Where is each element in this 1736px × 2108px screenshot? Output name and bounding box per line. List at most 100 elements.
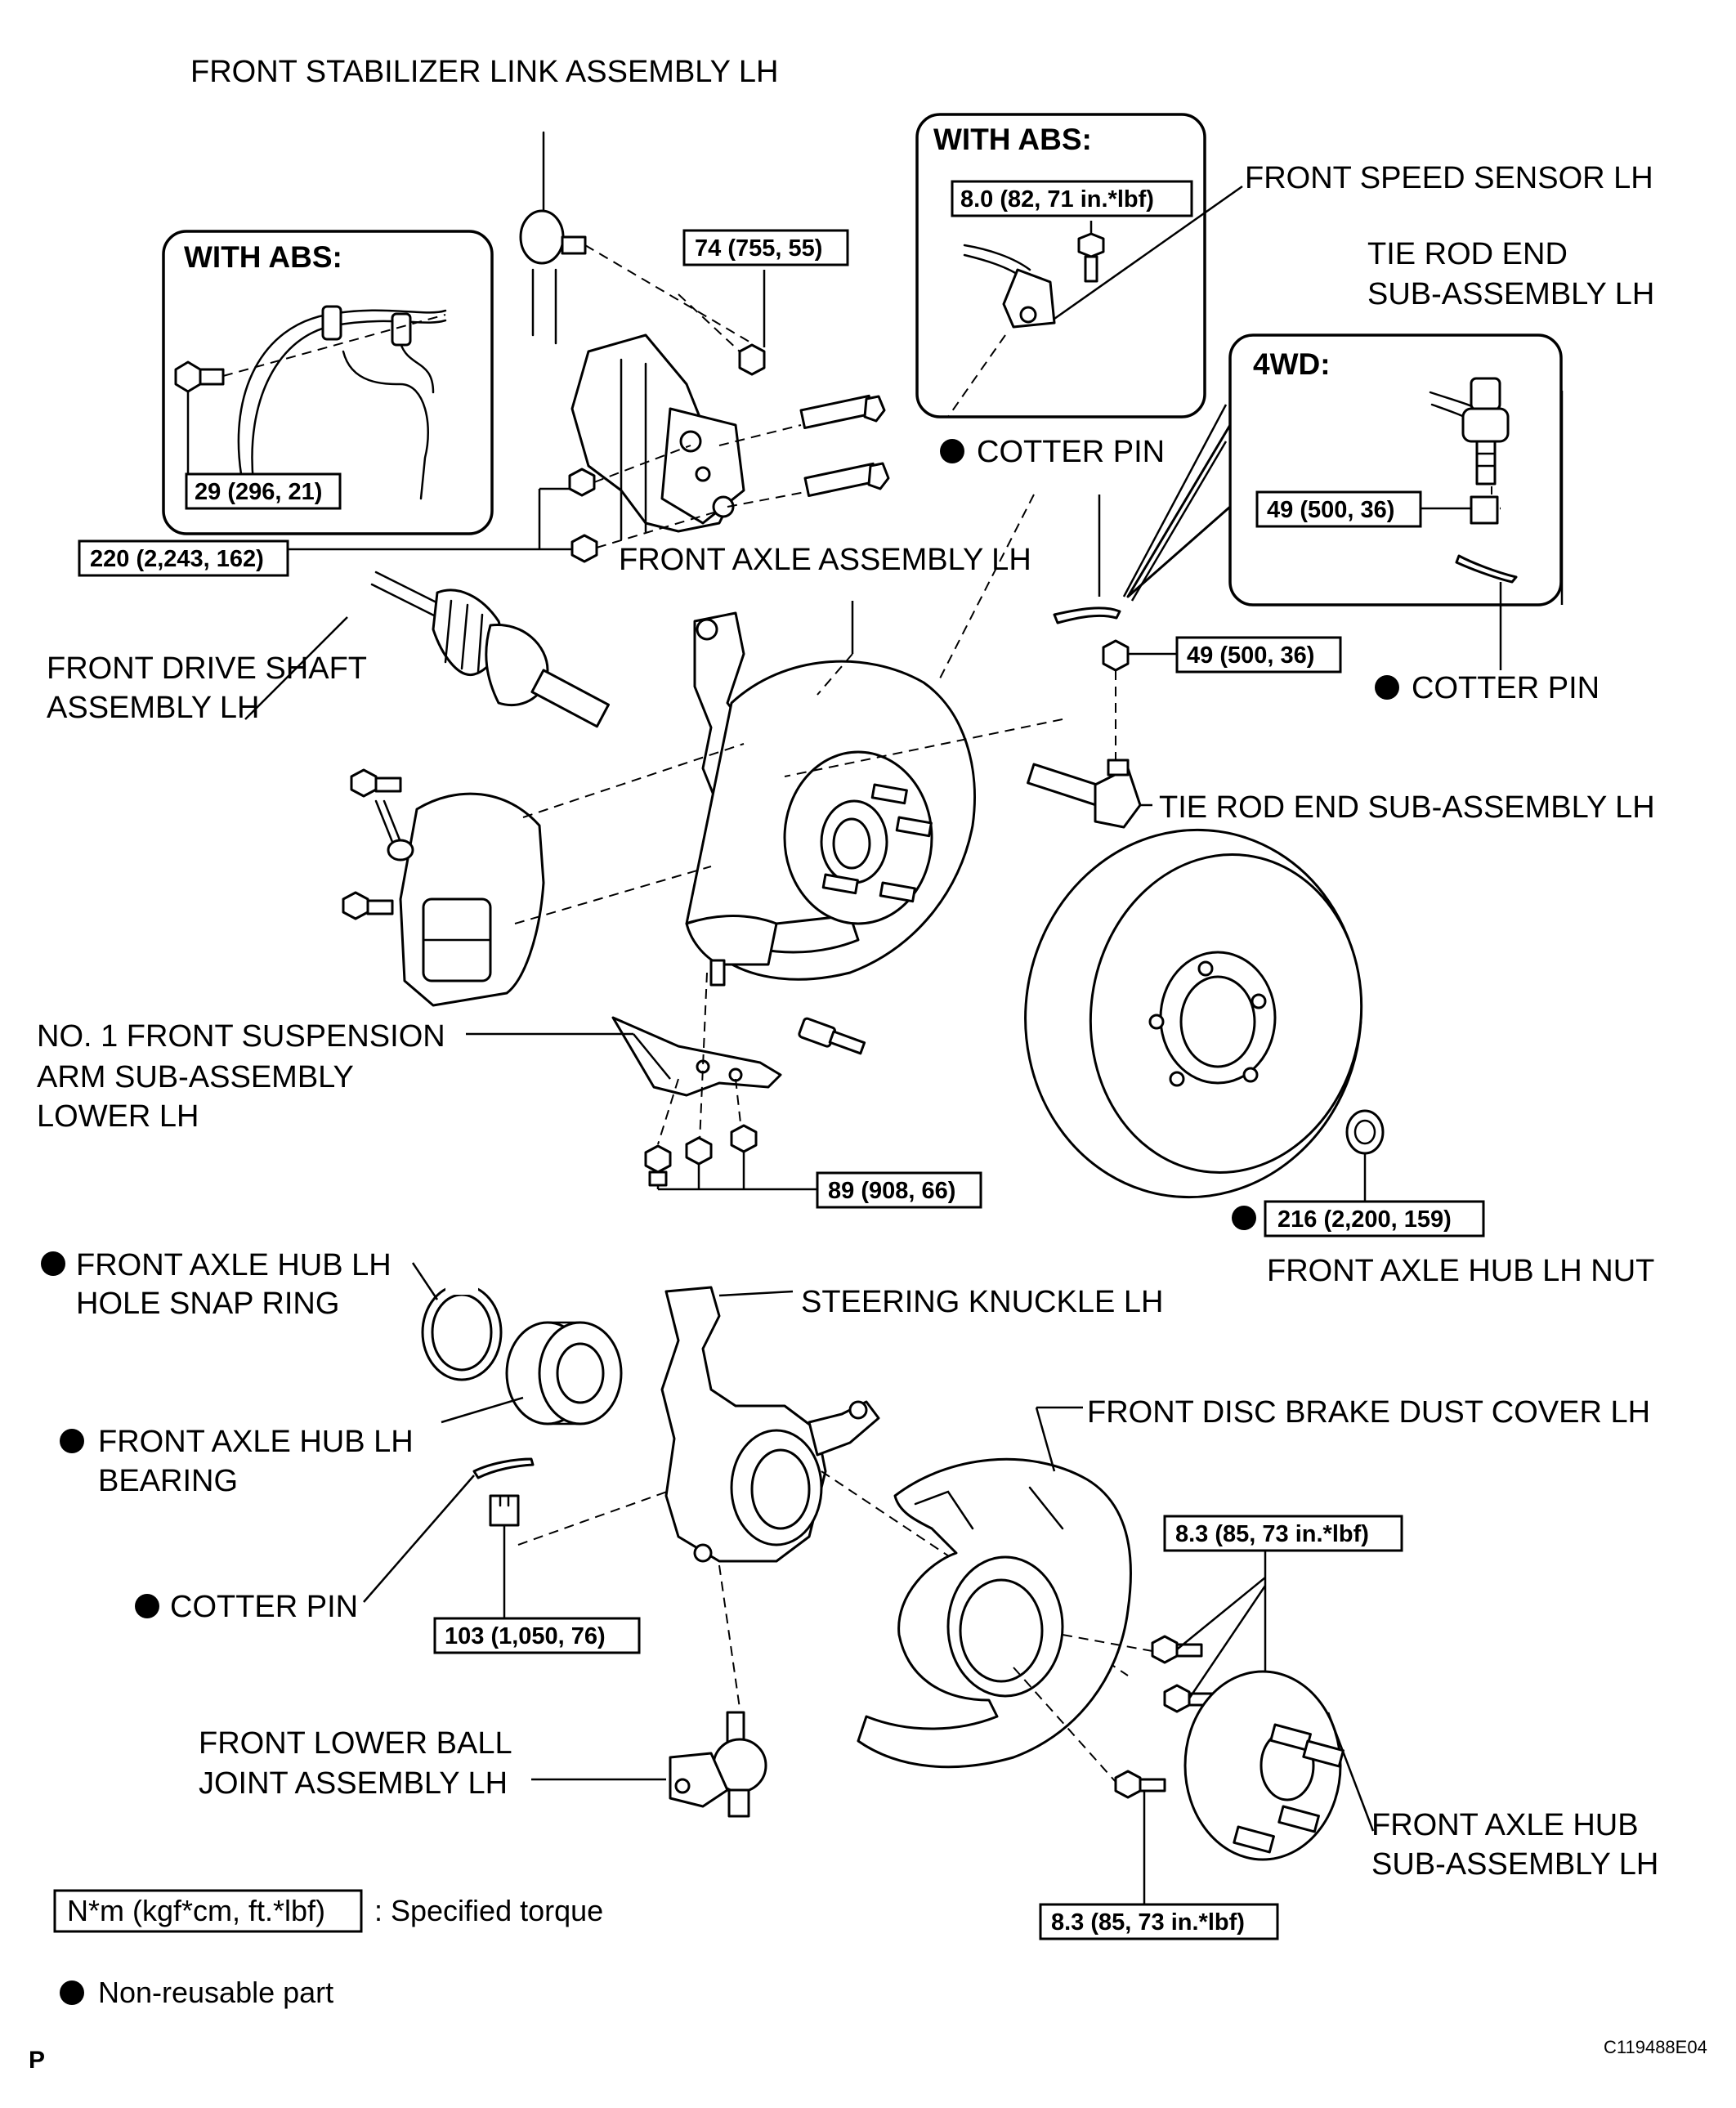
label-tie-rod-top-2: SUB-ASSEMBLY LH (1367, 277, 1654, 311)
label-speed-sensor: FRONT SPEED SENSOR LH (1245, 161, 1653, 195)
torque-abs-left: 29 (296, 21) (185, 472, 342, 510)
label-stabilizer-link: FRONT STABILIZER LINK ASSEMBLY LH (190, 55, 778, 89)
torque-4wd-nut: 49 (500, 36) (1255, 490, 1422, 528)
snap-ring-part (421, 1283, 503, 1381)
stabilizer-nut (738, 343, 766, 376)
label-cotter-pin-2: COTTER PIN (1412, 671, 1600, 705)
inset-with-abs-left-title: WITH ABS: (184, 240, 342, 274)
nonreusable-marker-cotter-pin-3 (135, 1594, 159, 1618)
legend-nonreusable-text: Non-reusable part (98, 1976, 333, 2009)
knuckle-nut-lower (570, 534, 598, 563)
knuckle-nut-upper (568, 468, 596, 497)
dust-cover-bolt-1 (1151, 1635, 1203, 1664)
label-hub-sub-1: FRONT AXLE HUB (1371, 1808, 1639, 1842)
inset-with-abs-right: WITH ABS: (915, 113, 1206, 418)
ball-joint-part (669, 1711, 767, 1818)
nonreusable-marker-snap-ring (41, 1251, 65, 1276)
upper-knuckle-bracket (570, 333, 745, 541)
torque-dust-cover-upper: 8.3 (85, 73 in.*lbf) (1163, 1515, 1403, 1552)
figure-code: C119488E04 (1604, 2037, 1707, 2057)
label-snap-ring-2: HOLE SNAP RING (76, 1287, 339, 1321)
svg-text:8.3 (85, 73 in.*lbf): 8.3 (85, 73 in.*lbf) (1175, 1521, 1369, 1547)
tie-rod-end-part (1027, 759, 1142, 829)
svg-text:220 (2,243, 162): 220 (2,243, 162) (90, 546, 264, 572)
svg-text:89 (908, 66): 89 (908, 66) (828, 1178, 955, 1204)
legend: N*m (kgf*cm, ft.*lbf) : Specified torque… (53, 1889, 603, 2009)
speed-sensor-bolt (1077, 232, 1105, 283)
inset-4wd: 4WD: (1126, 333, 1564, 606)
svg-text:216 (2,200, 159): 216 (2,200, 159) (1277, 1206, 1452, 1233)
abs-bracket-bolt (174, 360, 225, 393)
svg-text:103 (1,050, 76): 103 (1,050, 76) (445, 1623, 606, 1649)
lower-arm-nut-2 (685, 1136, 713, 1166)
legend-nonreusable-marker (60, 1980, 84, 2005)
label-hub-sub-2: SUB-ASSEMBLY LH (1371, 1847, 1658, 1882)
caliper-bolt-upper (350, 768, 402, 798)
label-steering-knuckle: STEERING KNUCKLE LH (801, 1285, 1163, 1319)
hub-nut-part (1345, 1109, 1385, 1155)
nonreusable-marker-hub-nut (1232, 1206, 1256, 1230)
bearing-part (505, 1321, 623, 1425)
inset-4wd-title: 4WD: (1253, 347, 1331, 381)
knuckle-bolt-upper (799, 394, 886, 430)
label-hub-nut: FRONT AXLE HUB LH NUT (1267, 1254, 1654, 1288)
lower-arm-part (611, 1016, 782, 1097)
inset-with-abs-right-title: WITH ABS: (933, 123, 1092, 156)
drive-shaft-part (370, 571, 610, 728)
front-axle-hub-part (1183, 1670, 1345, 1861)
torque-lower-arm-bolts: 89 (908, 66) (816, 1171, 982, 1209)
label-drive-shaft-2: ASSEMBLY LH (47, 691, 260, 725)
lower-arm-bolt-1 (644, 1144, 672, 1187)
svg-text:29 (296, 21): 29 (296, 21) (195, 479, 322, 505)
lower-cotter-pin (472, 1457, 535, 1479)
legend-torque-text: : Specified torque (374, 1894, 603, 1927)
torque-tie-rod-nut: 49 (500, 36) (1175, 636, 1342, 674)
label-cotter-pin-3: COTTER PIN (170, 1590, 358, 1624)
label-bearing-2: BEARING (98, 1464, 238, 1498)
tie-rod-castle-nut (1102, 639, 1130, 672)
steering-knuckle-part (660, 1286, 880, 1563)
dust-cover-part (857, 1457, 1132, 1769)
label-ball-joint-2: JOINT ASSEMBLY LH (199, 1766, 508, 1801)
label-bearing-1: FRONT AXLE HUB LH (98, 1425, 414, 1459)
page-mark: P (29, 2047, 45, 2074)
label-ball-joint-1: FRONT LOWER BALL (199, 1726, 512, 1761)
label-tie-rod-top-1: TIE ROD END (1367, 237, 1568, 271)
torque-stabilizer-nut: 74 (755, 55) (682, 229, 849, 266)
lower-arm-nut-3 (730, 1124, 758, 1153)
nonreusable-marker-cotter-pin-2 (1375, 675, 1399, 700)
inset-with-abs-left: WITH ABS: (162, 230, 494, 535)
svg-text:8.3 (85, 73 in.*lbf): 8.3 (85, 73 in.*lbf) (1051, 1909, 1245, 1936)
label-front-axle-assembly: FRONT AXLE ASSEMBLY LH (619, 543, 1031, 577)
torque-speed-sensor: 8.0 (82, 71 in.*lbf) (951, 180, 1193, 217)
knuckle-bolt-lower (803, 462, 890, 498)
svg-text:49 (500, 36): 49 (500, 36) (1267, 497, 1394, 523)
nonreusable-marker-cotter-pin-1 (940, 439, 964, 463)
label-snap-ring-1: FRONT AXLE HUB LH (76, 1248, 391, 1282)
dust-cover-bolt-3 (1114, 1770, 1166, 1799)
svg-text:8.0 (82, 71 in.*lbf): 8.0 (82, 71 in.*lbf) (960, 186, 1154, 213)
torque-hub-nut: 216 (2,200, 159) (1264, 1200, 1485, 1237)
speed-sensor-part (963, 244, 1056, 329)
label-lower-arm-3: LOWER LH (37, 1099, 199, 1134)
tie-rod-cotter-pin (1053, 606, 1121, 624)
label-dust-cover: FRONT DISC BRAKE DUST COVER LH (1087, 1395, 1650, 1430)
torque-knuckle-nuts: 220 (2,243, 162) (78, 539, 289, 577)
front-axle-knuckle (685, 611, 976, 987)
label-lower-arm-2: ARM SUB-ASSEMBLY (37, 1060, 354, 1094)
label-drive-shaft-1: FRONT DRIVE SHAFT (47, 651, 367, 686)
ball-joint-castle-nut (489, 1494, 520, 1527)
nonreusable-marker-bearing (60, 1429, 84, 1453)
hub-bolt-part (798, 1017, 866, 1055)
legend-torque-box-text: N*m (kgf*cm, ft.*lbf) (67, 1894, 325, 1927)
label-cotter-pin-1: COTTER PIN (977, 435, 1165, 469)
svg-text:74 (755, 55): 74 (755, 55) (695, 235, 822, 262)
brake-disc (1024, 828, 1363, 1199)
svg-text:49 (500, 36): 49 (500, 36) (1187, 642, 1314, 669)
brake-caliper (374, 792, 545, 1007)
caliper-bolt-lower (342, 891, 394, 920)
torque-dust-cover-lower: 8.3 (85, 73 in.*lbf) (1039, 1903, 1279, 1940)
label-tie-rod-mid: TIE ROD END SUB-ASSEMBLY LH (1159, 790, 1655, 825)
torque-ball-joint-nut: 103 (1,050, 76) (433, 1617, 641, 1654)
